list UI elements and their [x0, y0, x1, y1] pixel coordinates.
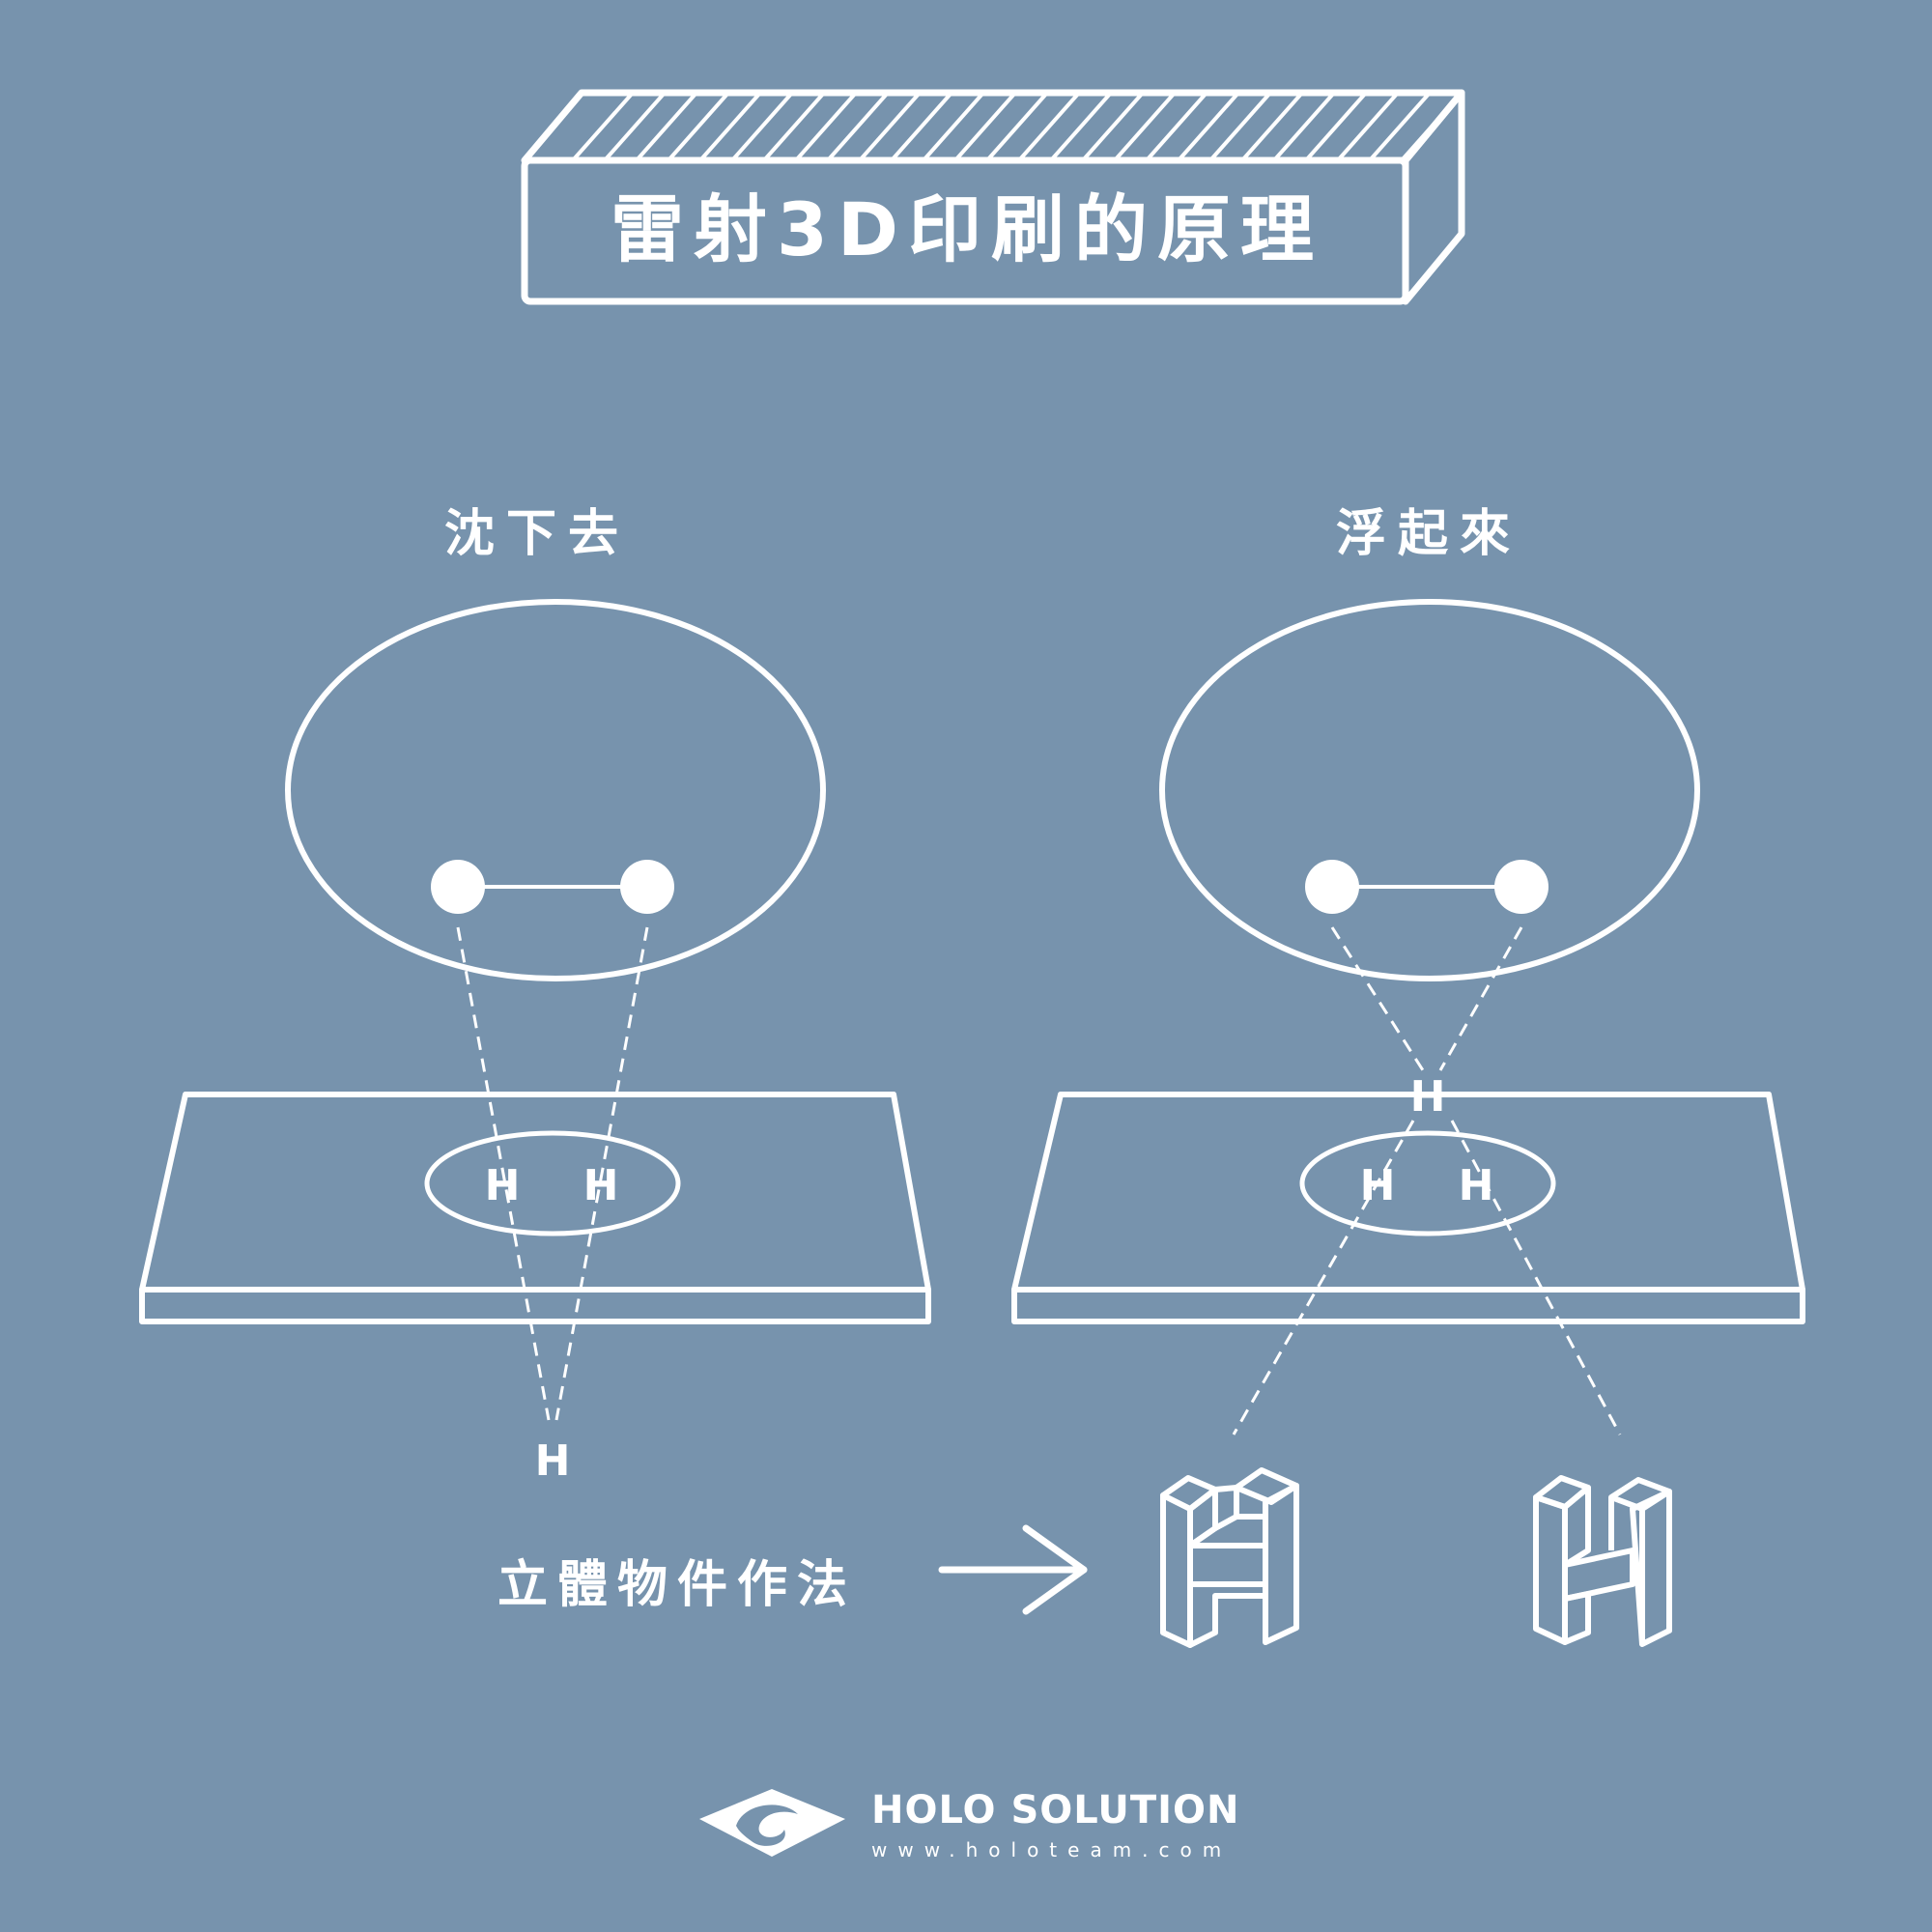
- hatch-line: [1336, 93, 1400, 160]
- method-caption: 立體物件作法: [497, 1556, 858, 1614]
- panel-label-sink: 沈下去: [444, 505, 631, 563]
- hatch-line: [1465, 93, 1525, 160]
- sight-line-left-upper: [1330, 926, 1425, 1071]
- sunken-result-h: H: [534, 1436, 571, 1486]
- hatch-line: [1304, 93, 1368, 160]
- plate-edge: [139, 1287, 931, 1324]
- sight-line-right-lower: [1450, 1120, 1622, 1435]
- plate-top-face: [139, 1092, 931, 1293]
- panel-float: [1011, 599, 1805, 1435]
- hatch-line: [1049, 93, 1113, 160]
- hatch-line: [1272, 93, 1336, 160]
- holo-logo-icon: [699, 1789, 845, 1857]
- plate-edge: [1011, 1287, 1805, 1324]
- plate-top-face: [1011, 1092, 1805, 1293]
- plate-h-right: H: [1458, 1161, 1494, 1210]
- brand-name: HOLO SOLUTION: [871, 1788, 1240, 1833]
- page-title: 雷射3D印刷的原理: [611, 186, 1323, 272]
- block-letter-h-icon: [1160, 1467, 1299, 1648]
- hatch-line: [730, 93, 794, 160]
- title-banner: [521, 89, 1525, 305]
- hatch-line: [1017, 93, 1081, 160]
- viewer-head-ellipse: [285, 599, 826, 981]
- title-banner-hatching: [548, 93, 1525, 160]
- hatch-line: [826, 93, 890, 160]
- eye-left: [1305, 860, 1359, 914]
- eye-left: [431, 860, 485, 914]
- hatch-line: [1368, 93, 1432, 160]
- plate-focus-ellipse: [1299, 1130, 1556, 1236]
- title-banner-side-face: [1402, 89, 1465, 305]
- hatch-line: [858, 93, 922, 160]
- sight-line-right-upper: [1438, 926, 1523, 1071]
- hatch-line: [603, 93, 667, 160]
- floating-result-h: H: [1409, 1072, 1446, 1122]
- plate-h-left: H: [1359, 1161, 1396, 1210]
- viewer-head-ellipse: [1159, 599, 1700, 981]
- sight-lines: [456, 926, 649, 1421]
- block-letter-h-icon: [1533, 1475, 1672, 1647]
- hatch-line: [794, 93, 858, 160]
- title-banner-front-face: [521, 156, 1409, 305]
- sight-line-left: [456, 926, 551, 1421]
- hatch-line: [762, 93, 826, 160]
- print-plate: [139, 1092, 931, 1324]
- hatch-line: [1240, 93, 1304, 160]
- print-plate: [1011, 1092, 1805, 1324]
- sight-line-left-lower: [1232, 1120, 1415, 1435]
- hatch-line: [890, 93, 953, 160]
- hatch-line: [985, 93, 1049, 160]
- hatch-line: [698, 93, 762, 160]
- plate-h-right: H: [582, 1161, 619, 1210]
- hatch-line: [1081, 93, 1145, 160]
- hatch-line: [1113, 93, 1177, 160]
- hatch-line: [635, 93, 698, 160]
- plate-h-left: H: [484, 1161, 521, 1210]
- brand-url: www.holoteam.com: [871, 1838, 1233, 1861]
- arrow-right-icon: [938, 1524, 1088, 1615]
- hatch-line: [1177, 93, 1240, 160]
- hatch-line: [667, 93, 730, 160]
- eye-right: [620, 860, 674, 914]
- panel-label-float: 浮起來: [1336, 505, 1522, 563]
- eye-right: [1494, 860, 1548, 914]
- plate-focus-ellipse: [424, 1130, 681, 1236]
- hatch-line: [922, 93, 985, 160]
- hatch-line: [571, 93, 635, 160]
- hatch-line: [1145, 93, 1208, 160]
- sight-lines: [1232, 926, 1622, 1435]
- hatch-line: [1208, 93, 1272, 160]
- panel-sink: [139, 599, 931, 1421]
- hatch-line: [953, 93, 1017, 160]
- sight-line-right: [554, 926, 649, 1421]
